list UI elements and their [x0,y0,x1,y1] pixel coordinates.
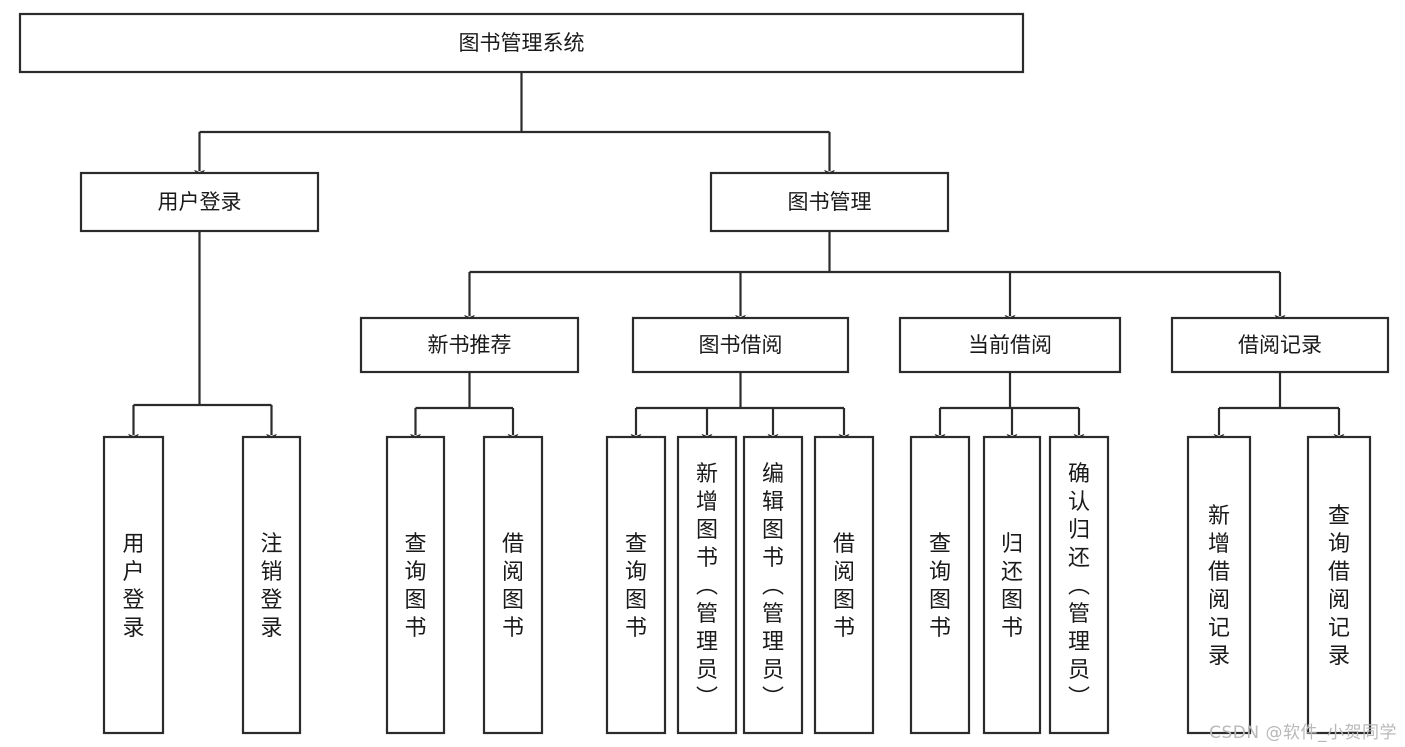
node-leaf-edit-book-label: 编辑图书︵管理员︶ [762,462,784,711]
node-leaf-edit-book[interactable]: 编辑图书︵管理员︶ [742,435,804,735]
node-leaf-borrow-book-2-label: 借阅图书 [833,532,855,641]
node-new-book-recommend-label: 新书推荐 [428,333,512,357]
node-leaf-user-login[interactable]: 用户登录 [102,435,165,735]
connector-layer [128,72,1345,443]
node-leaf-user-login-box[interactable] [102,435,165,735]
node-borrow-record-box[interactable] [1170,316,1390,374]
node-root-system-label: 图书管理系统 [459,31,585,55]
node-leaf-borrow-book-1-box[interactable] [482,435,544,735]
node-leaf-borrow-book-2-box[interactable] [813,435,875,735]
node-leaf-add-record-box[interactable] [1186,435,1252,735]
node-leaf-query-record-label: 查询借阅记录 [1328,504,1350,669]
node-leaf-borrow-book-1[interactable]: 借阅图书 [482,435,544,735]
node-book-borrow-box[interactable] [631,316,850,374]
node-leaf-query-book-1-box[interactable] [385,435,446,735]
node-user-login-box[interactable] [79,171,320,233]
node-new-book-recommend[interactable]: 新书推荐 [359,316,580,374]
node-user-login-label: 用户登录 [158,190,242,214]
node-leaf-return-book-label: 归还图书 [1001,532,1023,641]
node-leaf-add-book-box[interactable] [676,435,738,735]
node-leaf-confirm-return[interactable]: 确认归还︵管理员︶ [1048,435,1110,735]
node-leaf-query-book-3-label: 查询图书 [929,532,951,641]
node-leaf-query-book-2[interactable]: 查询图书 [605,435,667,735]
node-current-borrow-label: 当前借阅 [968,333,1052,357]
node-leaf-logout-login-label: 注销登录 [260,532,282,641]
node-leaf-logout-login-box[interactable] [241,435,302,735]
node-root-system-box[interactable] [18,12,1025,74]
node-current-borrow[interactable]: 当前借阅 [898,316,1122,374]
node-book-management-label: 图书管理 [788,190,872,214]
node-leaf-query-book-3-box[interactable] [909,435,971,735]
node-user-login[interactable]: 用户登录 [79,171,320,233]
node-leaf-query-book-2-box[interactable] [605,435,667,735]
node-leaf-query-book-2-label: 查询图书 [625,532,647,641]
node-leaf-edit-book-box[interactable] [742,435,804,735]
node-leaf-query-record[interactable]: 查询借阅记录 [1306,435,1372,735]
node-leaf-query-book-1-label: 查询图书 [404,532,426,641]
node-leaf-add-record-label: 新增借阅记录 [1208,504,1230,669]
node-leaf-user-login-label: 用户登录 [122,532,144,641]
node-borrow-record[interactable]: 借阅记录 [1170,316,1390,374]
node-leaf-return-book-box[interactable] [982,435,1042,735]
node-book-management[interactable]: 图书管理 [709,171,950,233]
node-root-system[interactable]: 图书管理系统 [18,12,1025,74]
node-book-borrow[interactable]: 图书借阅 [631,316,850,374]
node-new-book-recommend-box[interactable] [359,316,580,374]
node-book-management-box[interactable] [709,171,950,233]
node-leaf-add-book-label: 新增图书︵管理员︶ [696,462,718,711]
node-leaf-add-record[interactable]: 新增借阅记录 [1186,435,1252,735]
node-leaf-query-book-3[interactable]: 查询图书 [909,435,971,735]
node-leaf-confirm-return-label: 确认归还︵管理员︶ [1068,462,1090,711]
node-leaf-query-book-1[interactable]: 查询图书 [385,435,446,735]
node-leaf-logout-login[interactable]: 注销登录 [241,435,302,735]
node-leaf-confirm-return-box[interactable] [1048,435,1110,735]
node-current-borrow-box[interactable] [898,316,1122,374]
node-borrow-record-label: 借阅记录 [1238,333,1322,357]
node-layer: 图书管理系统用户登录图书管理新书推荐图书借阅当前借阅借阅记录用户登录注销登录查询… [18,12,1390,735]
node-leaf-add-book[interactable]: 新增图书︵管理员︶ [676,435,738,735]
node-leaf-borrow-book-2[interactable]: 借阅图书 [813,435,875,735]
node-book-borrow-label: 图书借阅 [699,333,783,357]
node-leaf-return-book[interactable]: 归还图书 [982,435,1042,735]
node-leaf-query-record-box[interactable] [1306,435,1372,735]
node-leaf-borrow-book-1-label: 借阅图书 [502,532,524,641]
